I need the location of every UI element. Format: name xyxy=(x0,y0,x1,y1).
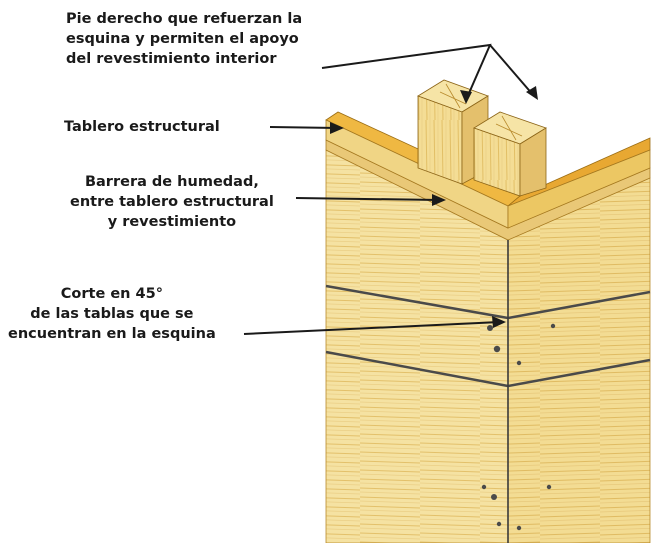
arrow-tablero xyxy=(330,122,344,134)
arrow-barrera xyxy=(432,194,446,206)
label-structural-board: Tablero estructural xyxy=(64,117,220,137)
label-moisture-barrier-line-2: entre tablero estructural xyxy=(70,194,274,210)
leader-tablero xyxy=(269,126,339,129)
label-moisture-barrier: Barrera de humedad, entre tablero estruc… xyxy=(70,172,274,232)
arrow-stud-right xyxy=(526,86,538,100)
label-structural-board-line-1: Tablero estructural xyxy=(64,119,220,135)
label-stud-line-3: del revestimiento interior xyxy=(66,51,277,67)
label-stud-line-1: Pie derecho que refuerzan la xyxy=(66,11,303,27)
right-siding-face xyxy=(507,177,651,543)
label-moisture-barrier-line-1: Barrera de humedad, xyxy=(84,174,259,190)
leader-barrera xyxy=(295,197,441,201)
stud-right xyxy=(473,111,547,197)
arrow-stud-left xyxy=(460,90,472,104)
siding-seam-left-1 xyxy=(325,284,509,320)
siding-seam-right-2 xyxy=(507,358,651,388)
siding-seam-left-2 xyxy=(325,350,509,388)
siding-seam-right-1 xyxy=(507,290,651,320)
arrow-corte xyxy=(492,316,506,328)
label-stud-callout: Pie derecho que refuerzan la esquina y p… xyxy=(66,9,302,69)
leader-lines xyxy=(243,43,535,335)
leader-corte xyxy=(243,321,501,335)
label-miter-cut-line-3: encuentran en la esquina xyxy=(8,326,216,342)
label-miter-cut-line-1: Corte en 45° xyxy=(60,286,163,302)
leader-pie-derecho xyxy=(321,43,535,101)
label-stud-line-2: esquina y permiten el apoyo xyxy=(66,31,299,47)
structural-board-right-face xyxy=(507,149,651,229)
label-miter-cut: Corte en 45° de las tablas que se encuen… xyxy=(8,284,216,344)
nail-marks xyxy=(481,323,556,531)
arrow-heads xyxy=(330,86,538,328)
label-moisture-barrier-line-3: y revestimiento xyxy=(107,214,237,230)
label-miter-cut-line-2: de las tablas que se xyxy=(30,306,194,322)
